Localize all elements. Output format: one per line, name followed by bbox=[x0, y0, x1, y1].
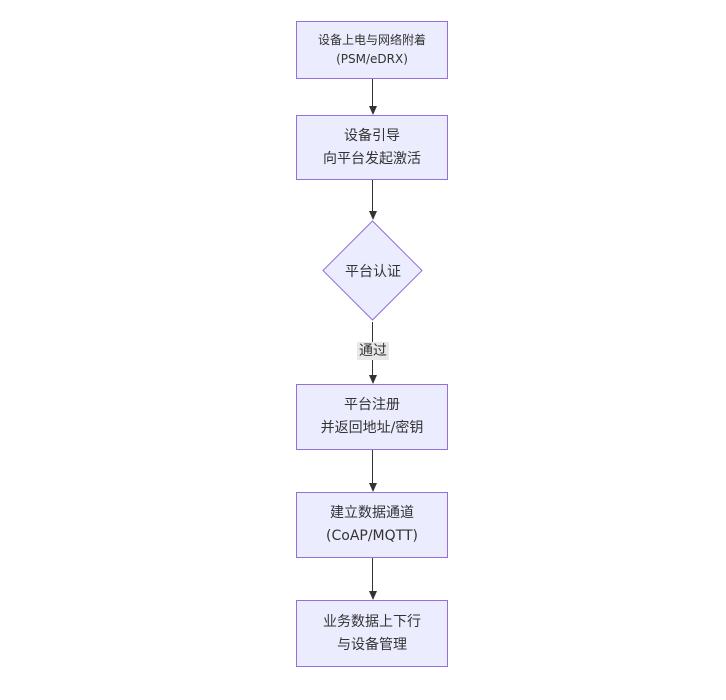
node-label-line: (PSM/eDRX) bbox=[336, 52, 408, 66]
node-label-line: 设备上电与网络附着 bbox=[317, 33, 426, 47]
edge-bootstrap-to-auth bbox=[368, 180, 377, 220]
arrowhead-down-icon bbox=[368, 591, 377, 600]
node-label-line: 设备引导 bbox=[344, 127, 400, 144]
node-label-line: 并返回地址/密钥 bbox=[320, 420, 424, 436]
edge-label-pass: 通过 bbox=[357, 342, 389, 360]
edge-line bbox=[372, 558, 373, 591]
edge-register-to-channel bbox=[368, 450, 377, 492]
flow-node-data-channel: 建立数据通道 (CoAP/MQTT) bbox=[296, 492, 448, 558]
node-label-line: 平台注册 bbox=[344, 397, 400, 413]
edge-line bbox=[372, 79, 373, 106]
node-label-line: 建立数据通道 bbox=[330, 505, 414, 521]
node-label-line: 平台认证 bbox=[345, 264, 401, 280]
edge-channel-to-business bbox=[368, 558, 377, 600]
flow-node-auth-decision: 平台认证 bbox=[322, 220, 424, 322]
flow-node-business-data: 业务数据上下行 与设备管理 bbox=[296, 600, 448, 667]
node-label-line: 与设备管理 bbox=[337, 636, 407, 653]
node-label-line: 向平台发起激活 bbox=[323, 150, 421, 167]
edge-line bbox=[372, 450, 373, 483]
edge-power-to-bootstrap bbox=[368, 79, 377, 115]
node-label-line: 业务数据上下行 bbox=[323, 613, 421, 630]
node-label-line: (CoAP/MQTT) bbox=[326, 528, 418, 544]
arrowhead-down-icon bbox=[368, 106, 377, 115]
arrowhead-down-icon bbox=[368, 483, 377, 492]
arrowhead-down-icon bbox=[368, 375, 377, 384]
flow-node-power-attach: 设备上电与网络附着 (PSM/eDRX) bbox=[296, 21, 448, 79]
flow-node-register: 平台注册 并返回地址/密钥 bbox=[296, 384, 448, 450]
flow-node-bootstrap: 设备引导 向平台发起激活 bbox=[296, 115, 448, 180]
edge-line bbox=[372, 180, 373, 211]
arrowhead-down-icon bbox=[368, 211, 377, 220]
